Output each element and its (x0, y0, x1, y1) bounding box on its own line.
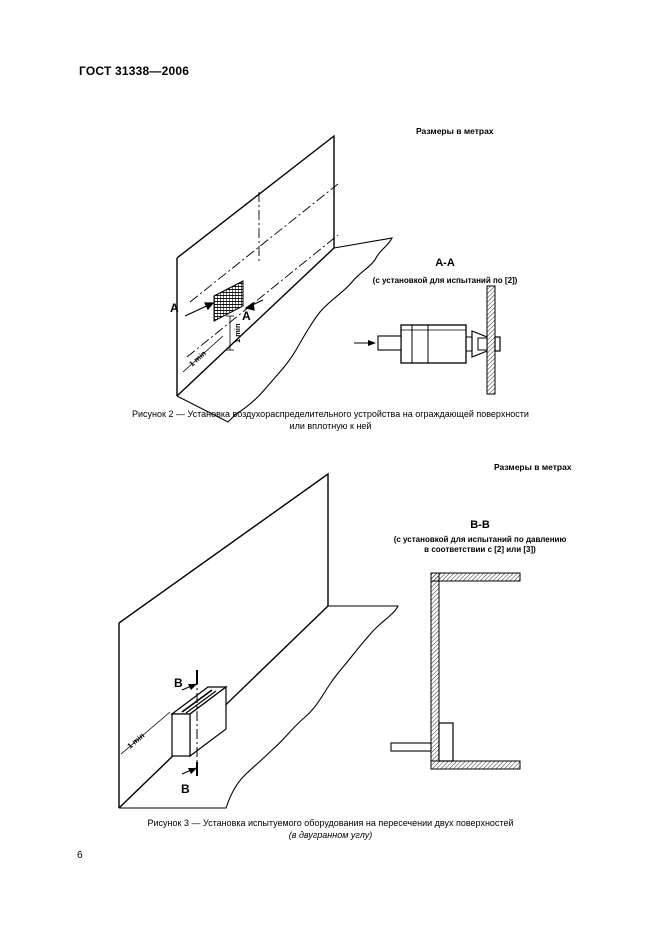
figure3-units-note: Размеры в метрах (494, 462, 572, 472)
figure2-caption-line2: или вплотную к ней (289, 421, 372, 431)
figure3-section-detail (390, 572, 521, 770)
figure2-label-a-right: А (242, 309, 251, 323)
figure3-section-note-line2: в соответствии с [2] или [3]) (424, 545, 536, 554)
figure2-section-arrows (184, 299, 264, 317)
figure2-dimension-diagonal (182, 335, 224, 373)
figure2-wall (176, 134, 335, 397)
figure2-label-a-left: А (170, 301, 179, 315)
figure2-dimension-vertical (226, 315, 234, 351)
figure3-label-b-bottom: В (181, 782, 190, 796)
figure3-section-line (181, 670, 198, 778)
figure3-label-b-top: В (174, 676, 183, 690)
figure3-arrow-top (188, 684, 197, 690)
figure3-caption-line2: (в двугранном углу) (288, 830, 373, 840)
figure2-airflow-arrow (368, 340, 376, 346)
figure2-dim-1min-vertical: 1 min (233, 323, 242, 343)
figure3-section-note-line1: (с установкой для испытаний по давлению (393, 535, 567, 544)
figure2-caption-line1: Рисунок 2 — Установка воздухораспределит… (132, 409, 529, 419)
figure3-wall (118, 472, 329, 809)
figure3-device (170, 685, 228, 758)
figure3-dimension-diagonal (120, 711, 171, 755)
figure2-units-note: Размеры в метрах (416, 126, 494, 136)
figure3-floor-edge (119, 605, 399, 809)
figure2-section-note: (с установкой для испытаний по [2]) (372, 276, 518, 285)
document-code: ГОСТ 31338—2006 (79, 64, 190, 78)
figure3-section-title: В-В (470, 519, 490, 531)
figure2-section-detail (354, 285, 501, 395)
figure3-dim-1min: 1 min (126, 731, 147, 751)
figure2-floor-edge (176, 237, 393, 423)
figure2-section-title: А-А (435, 257, 455, 269)
figure2-centerlines (186, 183, 339, 358)
figure3-caption-line1: Рисунок 3 — Установка испытуемого оборуд… (147, 818, 514, 828)
page-number: 6 (77, 850, 83, 861)
figure3-arrow-bottom (188, 768, 197, 774)
figure2-grille (213, 280, 244, 322)
